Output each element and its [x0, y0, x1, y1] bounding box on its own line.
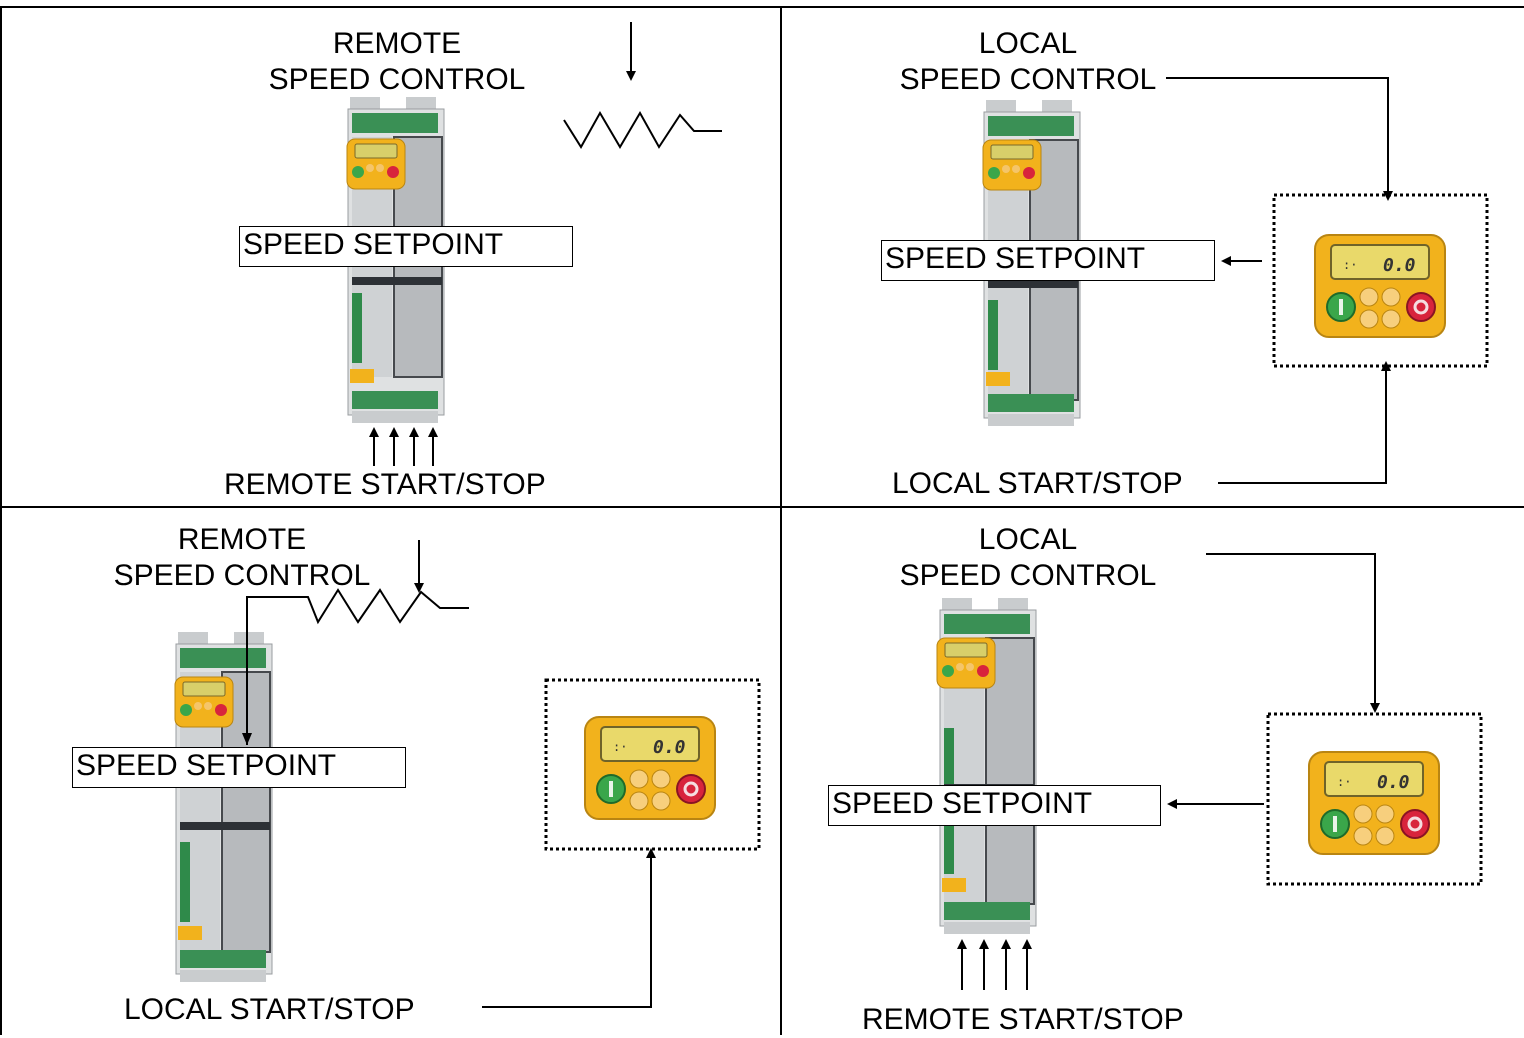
panel2-title-line2: SPEED CONTROL: [899, 63, 1157, 96]
panel2-title-line1: LOCAL: [978, 27, 1078, 60]
svg-text::·: :·: [1337, 775, 1351, 789]
frame-left: [0, 6, 2, 1035]
svg-text::·: :·: [1343, 258, 1357, 272]
panel3-start-stop-label: LOCAL START/STOP: [124, 993, 415, 1026]
panel4-title-line1: LOCAL: [978, 523, 1078, 556]
panel3-drive-keypad: [174, 676, 234, 728]
panel2-keypad: :· 0.0: [1314, 234, 1446, 338]
panel3-keypad-display: 0.0: [653, 737, 686, 758]
panel4-keypad-display: 0.0: [1377, 772, 1410, 793]
panel4-start-stop-label: REMOTE START/STOP: [862, 1003, 1184, 1036]
panel4-title-line2: SPEED CONTROL: [899, 559, 1157, 592]
panel2-drive-keypad: [982, 139, 1042, 191]
panel3-keypad: :· 0.0: [584, 716, 716, 820]
frame-divider-horizontal: [0, 506, 1524, 508]
panel4-drive-keypad: [936, 637, 996, 689]
panel1-title-line1: REMOTE: [332, 27, 462, 60]
frame-top: [0, 6, 1524, 8]
svg-text::·: :·: [613, 740, 627, 754]
panel2-keypad-display: 0.0: [1383, 255, 1416, 276]
frame-divider-vertical: [780, 6, 782, 1035]
panel3-title-line1: REMOTE: [177, 523, 307, 556]
panel2-start-stop-label: LOCAL START/STOP: [892, 467, 1183, 500]
panel3-speed-setpoint-box: SPEED SETPOINT: [72, 747, 406, 788]
panel2-speed-setpoint-box: SPEED SETPOINT: [881, 240, 1215, 281]
panel1-start-stop-label: REMOTE START/STOP: [224, 468, 546, 501]
panel1-speed-setpoint-box: SPEED SETPOINT: [239, 226, 573, 267]
panel4-keypad: :· 0.0: [1308, 751, 1440, 855]
panel1-drive-keypad: [346, 138, 406, 190]
panel1-title-line2: SPEED CONTROL: [268, 63, 526, 96]
panel3-title-line2: SPEED CONTROL: [113, 559, 371, 592]
panel4-speed-setpoint-box: SPEED SETPOINT: [828, 785, 1161, 826]
